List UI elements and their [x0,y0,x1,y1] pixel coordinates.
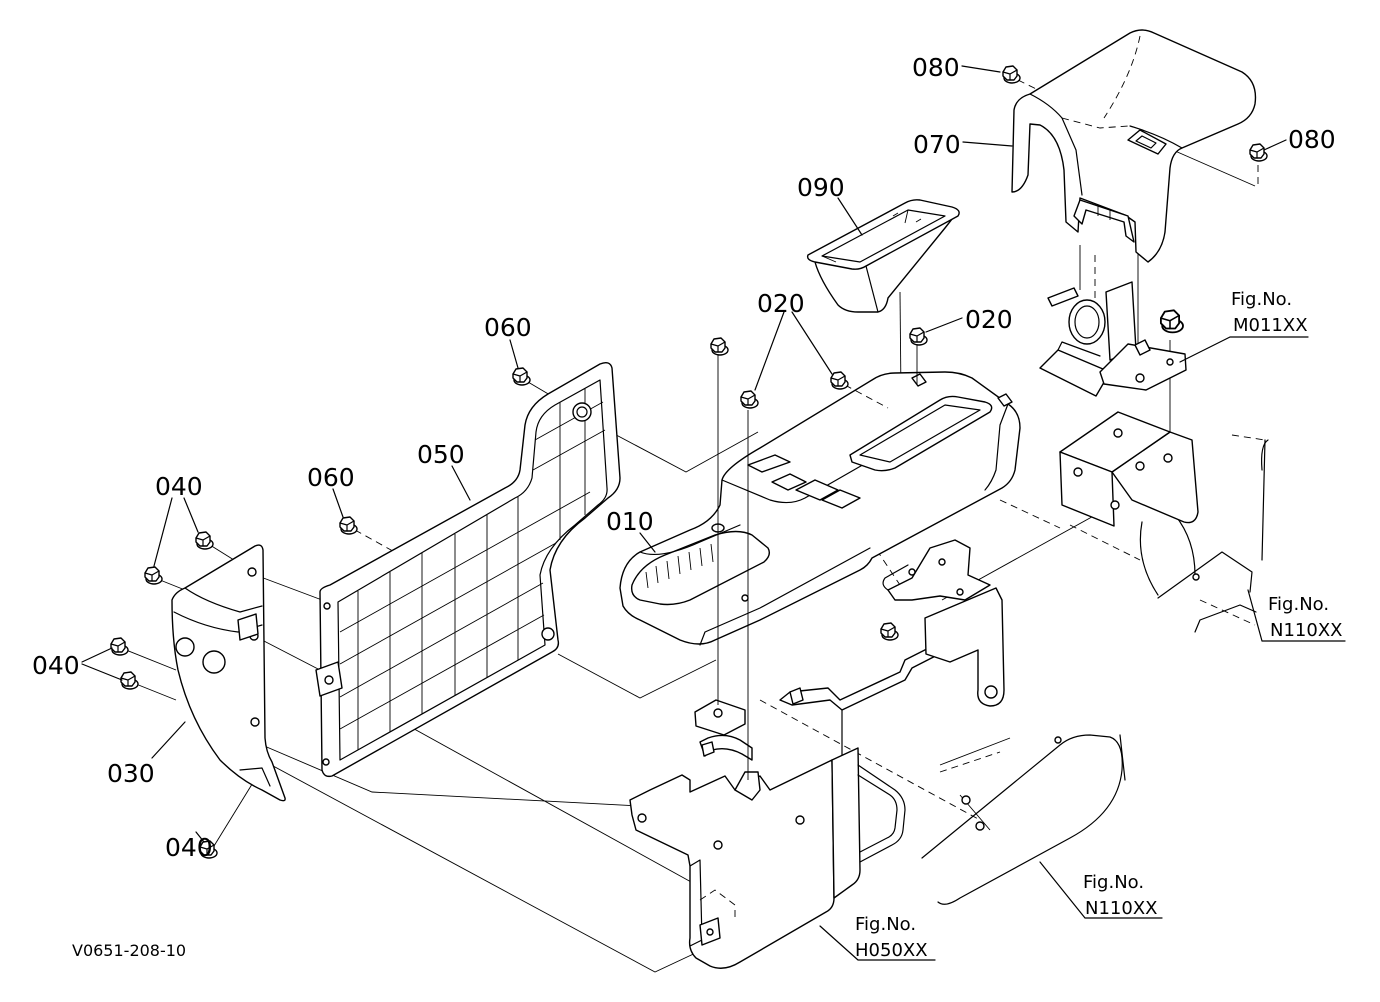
bolt-080 [1002,65,1021,84]
bolt-040 [195,531,214,550]
part-030-side-cover [171,544,286,802]
fig-ref-code: H050XX [855,940,928,961]
callout-040: 040 [155,472,203,501]
assembly-n110xx-bracket [1059,411,1269,633]
bolt-020 [710,337,729,356]
fig-ref-code: N110XX [1270,620,1342,641]
bolt-m011xx [1159,309,1184,334]
callout-020: 020 [757,289,805,318]
leader-lines [81,65,1346,961]
fig-ref-m011xx: Fig.No. M011XX [1231,289,1308,336]
bolt-060 [512,367,531,386]
figure-references: Fig.No. M011XX Fig.No. N110XX Fig.No. N1… [855,289,1342,961]
bolt-040 [110,637,129,656]
bolt-060 [339,516,358,535]
part-010-console [619,371,1021,646]
bolt-020 [909,327,928,346]
fig-ref-label: Fig.No. [1231,289,1292,310]
callout-030: 030 [107,759,155,788]
assembly-h050xx-frame [629,539,1005,969]
part-050-panel [315,361,621,778]
assembly-m011xx [1039,281,1187,397]
fig-ref-label: Fig.No. [1083,872,1144,893]
callout-050: 050 [417,440,465,469]
callout-010: 010 [606,507,654,536]
panel-grid [339,388,606,750]
assembly-n110xx-floor [921,734,1126,905]
bolt-040 [120,671,139,690]
bolt-020 [740,390,759,409]
callout-020: 020 [965,305,1013,334]
fig-ref-n110xx-right: Fig.No. N110XX [1268,594,1342,641]
callout-060: 060 [484,313,532,342]
fig-ref-label: Fig.No. [1268,594,1329,615]
fig-ref-n110xx-bottom: Fig.No. N110XX [1083,872,1157,919]
callout-040: 040 [165,833,213,862]
callout-080: 080 [912,53,960,82]
drawing-code: V0651-208-10 [72,941,186,960]
bolt-040 [144,566,163,585]
fig-ref-h050xx: Fig.No. H050XX [855,914,928,961]
callout-labels: 080 070 080 090 020 020 060 060 050 040 … [32,53,1336,862]
fig-ref-code: N110XX [1085,898,1157,919]
callout-060: 060 [307,463,355,492]
callout-080: 080 [1288,125,1336,154]
bolt-frame [880,622,899,641]
callout-040: 040 [32,651,80,680]
bolt-020 [830,371,849,390]
fig-ref-label: Fig.No. [855,914,916,935]
bolt-080 [1249,143,1268,162]
callout-090: 090 [797,173,845,202]
callout-070: 070 [913,130,961,159]
fig-ref-code: M011XX [1233,315,1308,336]
part-090-tray [806,199,960,313]
part-070-cover [1011,29,1257,263]
